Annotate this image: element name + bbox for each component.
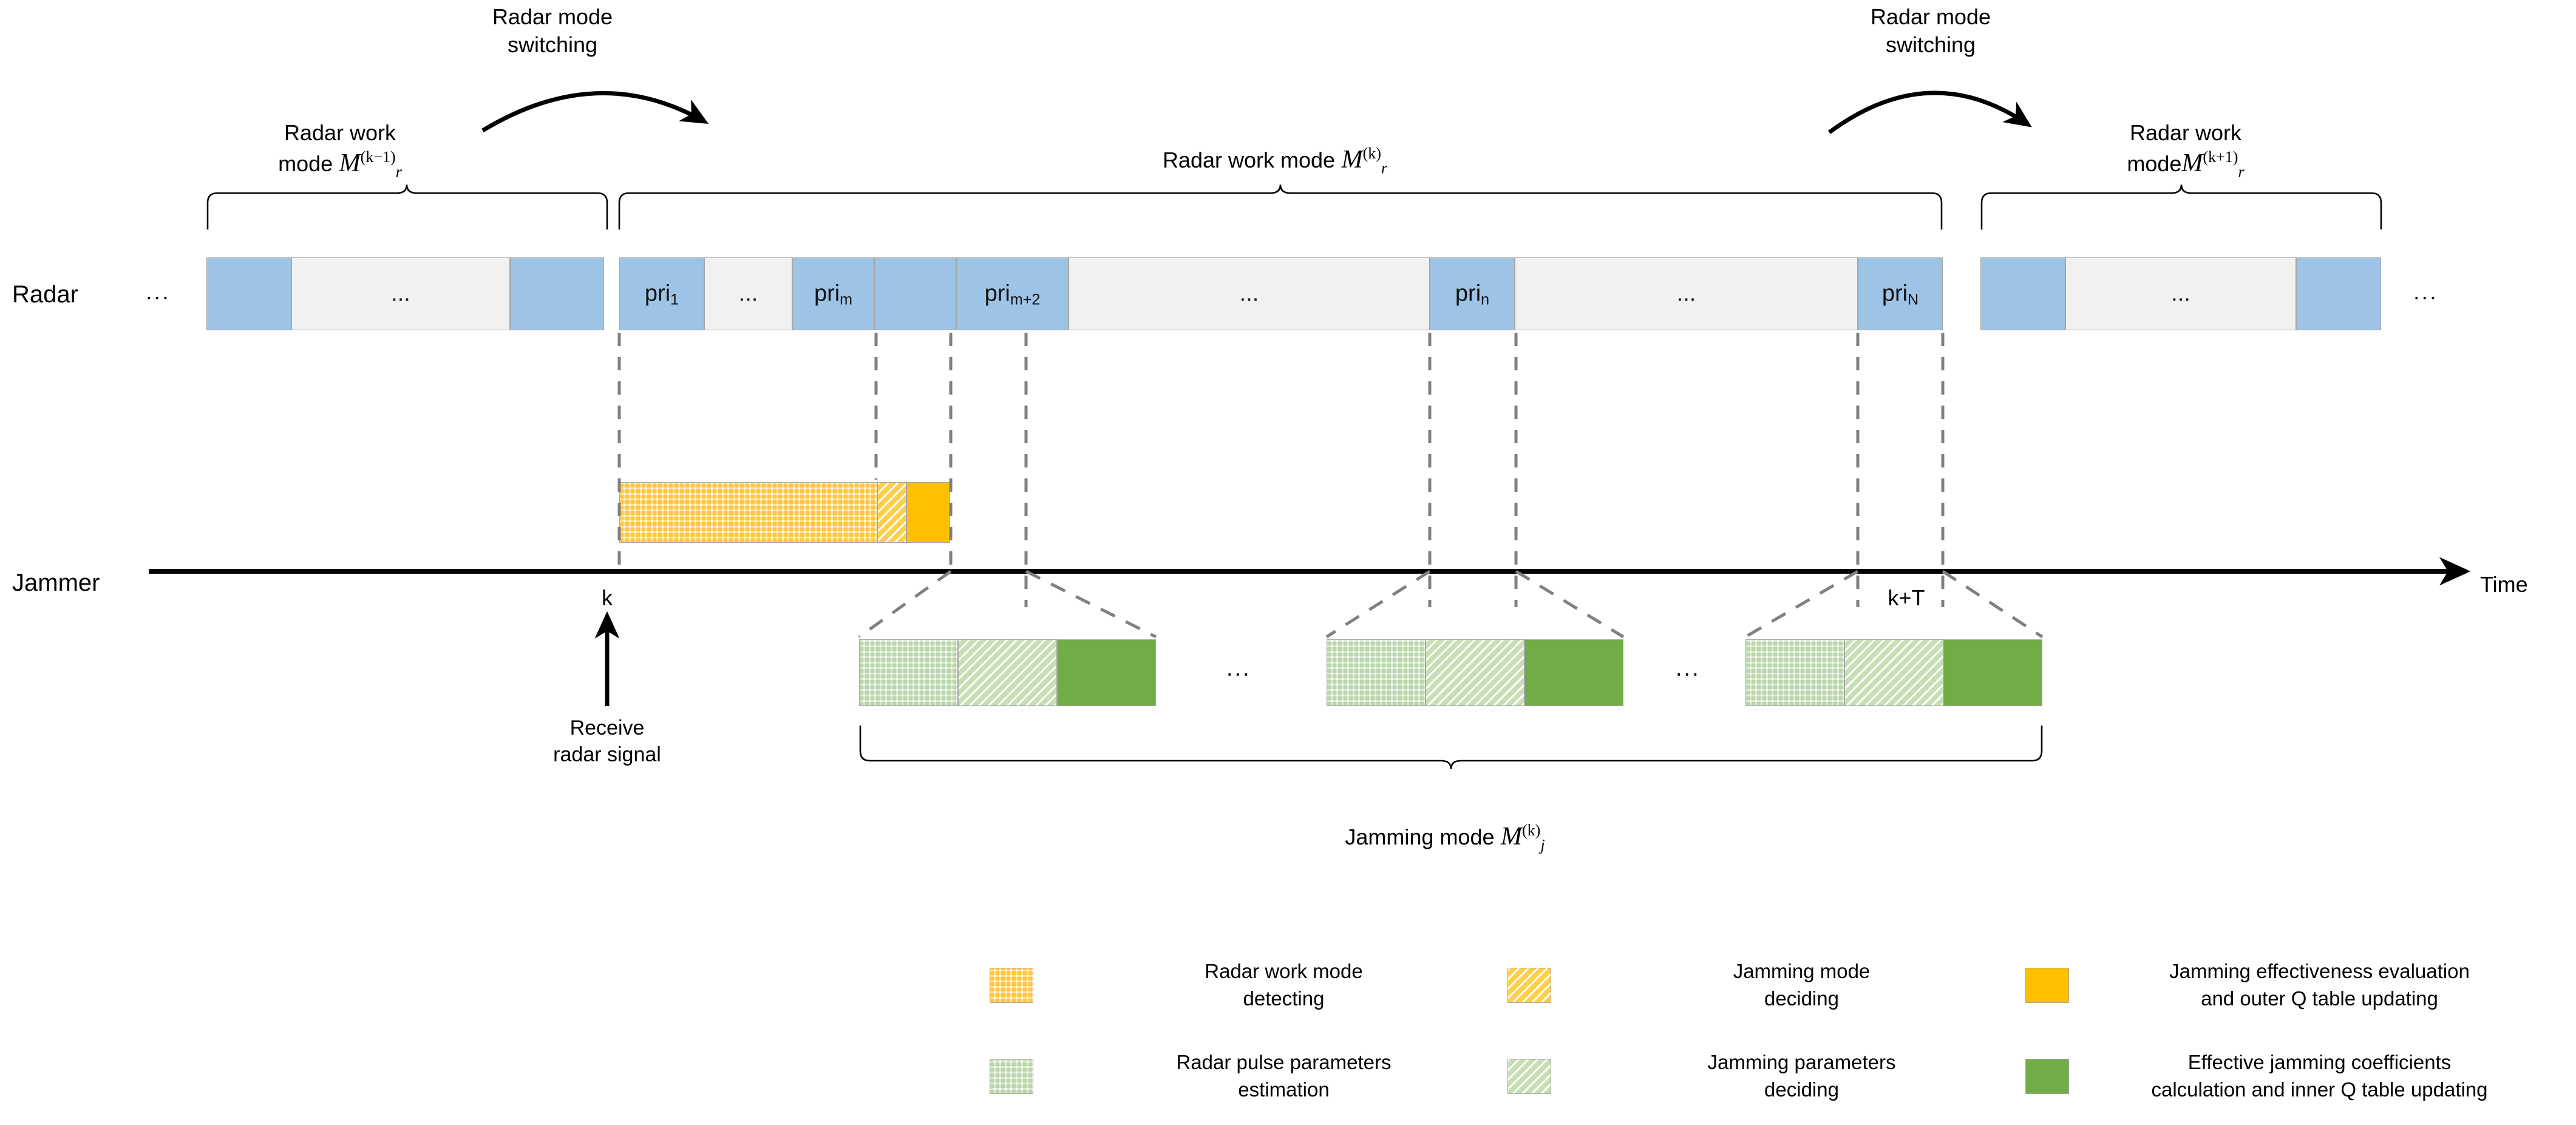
row-label-radar: Radar bbox=[12, 281, 78, 308]
legend-swatch-green-solid-icon bbox=[2025, 1059, 2069, 1094]
annotation-radar-work-mode-current: Radar work mode M(k)r bbox=[1032, 115, 1518, 178]
jammer-segment-jamming-parameters-deciding bbox=[958, 639, 1057, 706]
annotation-radar-work-mode-prev: Radar work mode M(k−1)r bbox=[243, 91, 437, 182]
mode-current-text: Radar work mode bbox=[1162, 148, 1336, 173]
brace-radar-mode-next bbox=[1980, 184, 2382, 229]
callout-group3-right bbox=[1942, 569, 2044, 639]
arrow-radar-mode-switching-right bbox=[1827, 90, 2032, 134]
legend-label: Jamming effectiveness evaluation and out… bbox=[2169, 960, 2470, 1010]
annotation-radar-work-mode-next: Radar work modeM(k+1)r bbox=[2064, 91, 2307, 182]
legend-item-radar-work-mode-detecting: Radar work mode detecting bbox=[990, 958, 1507, 1012]
callout-group3-left bbox=[1744, 569, 1859, 639]
tick-label-k: k bbox=[602, 585, 613, 610]
radar-idle-block: ... bbox=[704, 257, 792, 330]
jammer-segment-pulse-parameters-estimation bbox=[1745, 639, 1844, 706]
legend-swatch-yellow-solid-icon bbox=[2025, 968, 2069, 1003]
radar-ellipsis-leading: ... bbox=[146, 279, 171, 305]
legend-swatch-green-grid-icon bbox=[990, 1059, 1033, 1094]
legend-label: Jamming mode deciding bbox=[1733, 960, 1871, 1010]
radar-pulse-block-pri-n: prin bbox=[1430, 257, 1515, 330]
radar-idle-ellipsis: ... bbox=[1676, 280, 1696, 307]
legend-label: Effective jamming coefficients calculati… bbox=[2151, 1051, 2488, 1101]
radar-idle-ellipsis: ... bbox=[738, 280, 758, 307]
jamming-mode-text: Jamming mode bbox=[1345, 824, 1495, 850]
jamming-mode-math: M(k)j bbox=[1501, 821, 1545, 854]
jammer-segment-effective-coefficients bbox=[1524, 639, 1623, 706]
pri-n-label: prin bbox=[1455, 280, 1490, 308]
radar-pulse-block-pri-m1 bbox=[874, 257, 956, 330]
callout-group2-right bbox=[1515, 569, 1625, 639]
radar-idle-ellipsis: ... bbox=[391, 280, 410, 307]
legend-item-radar-pulse-parameters-estimation: Radar pulse parameters estimation bbox=[990, 1049, 1507, 1103]
mode-prev-math: M(k−1)r bbox=[339, 148, 402, 181]
legend-item-jamming-mode-deciding: Jamming mode deciding bbox=[1507, 958, 2025, 1012]
jammer-segment-pulse-parameters-estimation bbox=[859, 639, 958, 706]
legend-item-effective-jamming-coefficients: Effective jamming coefficients calculati… bbox=[2025, 1049, 2543, 1103]
mode-next-math: M(k+1)r bbox=[2181, 148, 2245, 181]
guide-lines bbox=[617, 333, 1945, 607]
legend-swatch-yellow-grid-icon bbox=[990, 968, 1033, 1003]
annotation-jamming-mode: Jamming mode M(k)j bbox=[1202, 792, 1688, 855]
jammer-segment-jamming-mode-deciding bbox=[877, 482, 906, 543]
legend-swatch-yellow-diagonal-icon bbox=[1507, 968, 1551, 1003]
legend-swatch-green-diagonal-icon bbox=[1507, 1059, 1551, 1094]
legend-label: Radar pulse parameters estimation bbox=[1176, 1051, 1392, 1101]
legend-label: Jamming parameters deciding bbox=[1707, 1051, 1896, 1101]
jammer-segment-pulse-parameters-estimation bbox=[1327, 639, 1426, 706]
legend-row-yellow: Radar work mode detecting Jamming mode d… bbox=[990, 940, 2544, 1031]
radar-idle-ellipsis: ... bbox=[1239, 280, 1259, 307]
legend-row-green: Radar pulse parameters estimation Jammin… bbox=[990, 1031, 2544, 1122]
annotation-radar-mode-switching-right: Radar mode switching bbox=[1870, 4, 1991, 58]
arrow-radar-mode-switching-left bbox=[481, 91, 709, 132]
mode-next-text: Radar work mode bbox=[2127, 120, 2242, 177]
radar-ellipsis-trailing: ... bbox=[2413, 279, 2438, 305]
mode-prev-text: Radar work mode bbox=[278, 120, 396, 177]
radar-idle-block: ... bbox=[1069, 257, 1430, 330]
jammer-segment-effective-coefficients bbox=[1057, 639, 1156, 706]
jammer-segment-effective-coefficients bbox=[1943, 639, 2042, 706]
callout-group1-left bbox=[858, 569, 952, 639]
radar-pulse-block bbox=[510, 257, 604, 330]
jammer-segment-effectiveness-evaluation bbox=[906, 482, 950, 543]
callout-group1-right bbox=[1025, 569, 1157, 639]
callout-group2-left bbox=[1325, 569, 1431, 639]
legend-item-jamming-effectiveness-evaluation: Jamming effectiveness evaluation and out… bbox=[2025, 958, 2543, 1012]
mode-current-math: M(k)r bbox=[1341, 144, 1388, 177]
radar-pulse-block-pri-N: priN bbox=[1858, 257, 1943, 330]
radar-pulse-block-pri-1: pri1 bbox=[619, 257, 704, 330]
radar-idle-block: ... bbox=[291, 257, 510, 330]
brace-jamming-mode bbox=[859, 726, 2043, 770]
pri-1-label: pri1 bbox=[644, 280, 679, 308]
jammer-segment-jamming-parameters-deciding bbox=[1426, 639, 1524, 706]
pri-N-label: priN bbox=[1881, 280, 1919, 308]
radar-pulse-block-pri-m2: prim+2 bbox=[956, 257, 1069, 330]
pri-m-label: prim bbox=[814, 280, 853, 308]
pri-m2-label: prim+2 bbox=[984, 280, 1041, 308]
jammer-segment-radar-mode-detecting bbox=[619, 482, 877, 543]
radar-pulse-block-pri-m: prim bbox=[792, 257, 874, 330]
legend-item-jamming-parameters-deciding: Jamming parameters deciding bbox=[1507, 1049, 2025, 1103]
radar-idle-ellipsis: ... bbox=[2171, 280, 2190, 307]
legend-label: Radar work mode detecting bbox=[1205, 960, 1363, 1010]
annotation-receive-radar-signal: Receive radar signal bbox=[553, 716, 661, 766]
brace-radar-mode-prev bbox=[206, 184, 608, 229]
radar-pulse-block bbox=[206, 257, 291, 330]
radar-pulse-block bbox=[1980, 257, 2065, 330]
jammer-segment-jamming-parameters-deciding bbox=[1844, 639, 1943, 706]
annotation-radar-mode-switching-left: Radar mode switching bbox=[492, 4, 613, 58]
legend: Radar work mode detecting Jamming mode d… bbox=[990, 940, 2544, 1122]
radar-pulse-block bbox=[2296, 257, 2381, 330]
radar-idle-block: ... bbox=[1515, 257, 1858, 330]
axis-label-time: Time bbox=[2480, 572, 2528, 597]
tick-label-k-plus-T: k+T bbox=[1888, 585, 1925, 610]
brace-radar-mode-current bbox=[618, 184, 1943, 229]
jammer-ellipsis-2: ... bbox=[1676, 656, 1701, 681]
jammer-ellipsis-1: ... bbox=[1226, 656, 1251, 681]
radar-idle-block: ... bbox=[2065, 257, 2296, 330]
row-label-jammer: Jammer bbox=[12, 569, 100, 596]
